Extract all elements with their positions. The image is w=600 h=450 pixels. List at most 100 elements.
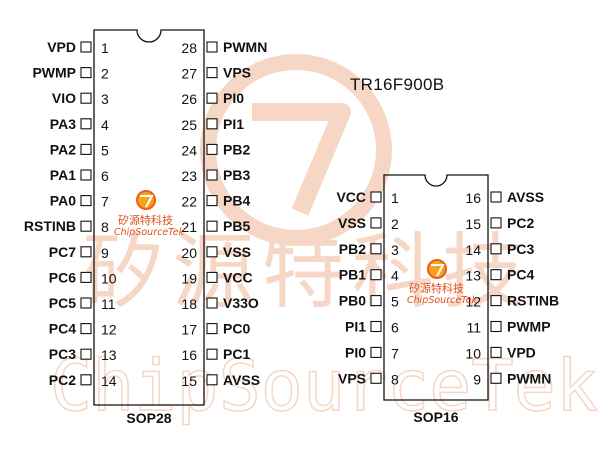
pin-pad-icon [80,41,92,53]
pin-number: 22 [181,194,197,210]
pin-pad-icon [490,320,502,333]
pin-name: PB3 [223,167,250,183]
pin-number: 14 [101,373,117,389]
pin-name: PB0 [339,293,366,309]
pin-number: 8 [101,219,109,235]
pin-number: 11 [101,296,116,312]
pin-name: PC2 [507,215,534,231]
sop16-pin-16: AVSS 16 [465,189,544,206]
pin-name: PC4 [49,321,76,337]
sop28-pin-12: PC4 12 [49,321,117,338]
sop16-pin-5: PB0 5 [339,293,399,310]
pin-pad-icon [370,269,382,281]
pin-name: PB1 [339,267,366,283]
pin-number: 28 [181,40,197,56]
pin-name: VCC [223,269,253,285]
pin-name: VSS [338,215,366,231]
pin-name: RSTINB [24,218,76,234]
pin-number: 16 [465,190,481,206]
logo-english-text: ChipSourceTek [407,295,478,306]
logo-english-text: ChipSourceTek [114,227,185,238]
pin-number: 27 [181,66,197,82]
pin-name: PWMP [507,319,551,335]
pin-number: 15 [465,216,481,232]
sop28-pin-8: RSTINB 8 [24,218,109,235]
pin-name: PC7 [49,244,76,260]
pin-pad-icon [206,374,218,386]
pin-pad-icon [370,372,382,384]
pin-number: 5 [391,294,399,310]
watermark-chinese-text: 矽源特科技 [82,225,532,320]
sop16-pin-12: RSTINB 12 [465,293,559,310]
pin-number: 12 [465,294,481,310]
pin-name: VSS [223,244,251,260]
sop28-pin-28: PWMN 28 [181,39,267,56]
pin-pad-icon [80,220,92,232]
pin-name: RSTINB [507,293,559,309]
pin-name: PWMN [223,39,267,55]
pin-name: VIO [52,90,76,106]
pin-pad-icon [80,271,92,283]
pin-name: PWMN [507,370,551,386]
pin-number: 6 [101,168,109,184]
pin-number: 4 [101,117,109,133]
pin-pad-icon [490,191,502,203]
pin-number: 18 [181,296,197,312]
pin-number: 23 [181,168,197,184]
pin-number: 7 [101,194,109,210]
sop28-pin-2: PWMP 2 [32,65,109,82]
pin-number: 8 [391,371,399,387]
pin-name: PA2 [50,141,76,157]
pin-name: PWMP [32,65,76,81]
pin-name: AVSS [223,372,260,388]
pin-name: PC2 [49,372,76,388]
pin-number: 9 [101,245,109,261]
pin-name: VPD [47,39,76,55]
pin-name: VPS [223,65,251,81]
chip-title: TR16F900B [350,75,444,94]
pin-pad-icon [80,246,92,258]
pin-pad-icon [80,169,92,181]
pin-pad-icon [490,217,502,229]
pin-number: 2 [101,66,109,82]
pin-pad-icon [490,346,502,358]
pin-name: PC6 [49,269,76,285]
logo-mark-icon [431,264,445,277]
pin-name: PA0 [50,193,76,209]
watermark: 矽源特科技 ChipSourceTek [49,54,599,428]
pin-number: 1 [101,40,109,56]
pin-number: 10 [465,345,481,361]
pin-pad-icon [206,220,218,232]
pin-name: AVSS [507,189,544,205]
pin-pad-icon [206,92,218,104]
pin-number: 21 [181,219,197,235]
logo-mark-icon [140,195,154,208]
pin-pad-icon [80,323,92,335]
sop16-body [383,174,489,401]
sop28-pin-19: VCC 19 [181,269,252,286]
pin-number: 26 [181,91,197,107]
pin-number: 19 [181,270,197,286]
pin-name: PC1 [223,346,250,362]
sop16-logo: 矽源特科技 ChipSourceTek [407,259,478,306]
sop28-pin-23: PB3 23 [181,167,250,184]
sop28-pin-9: PC7 9 [49,244,109,261]
pin-number: 12 [101,322,117,338]
pin-number: 14 [465,242,481,258]
